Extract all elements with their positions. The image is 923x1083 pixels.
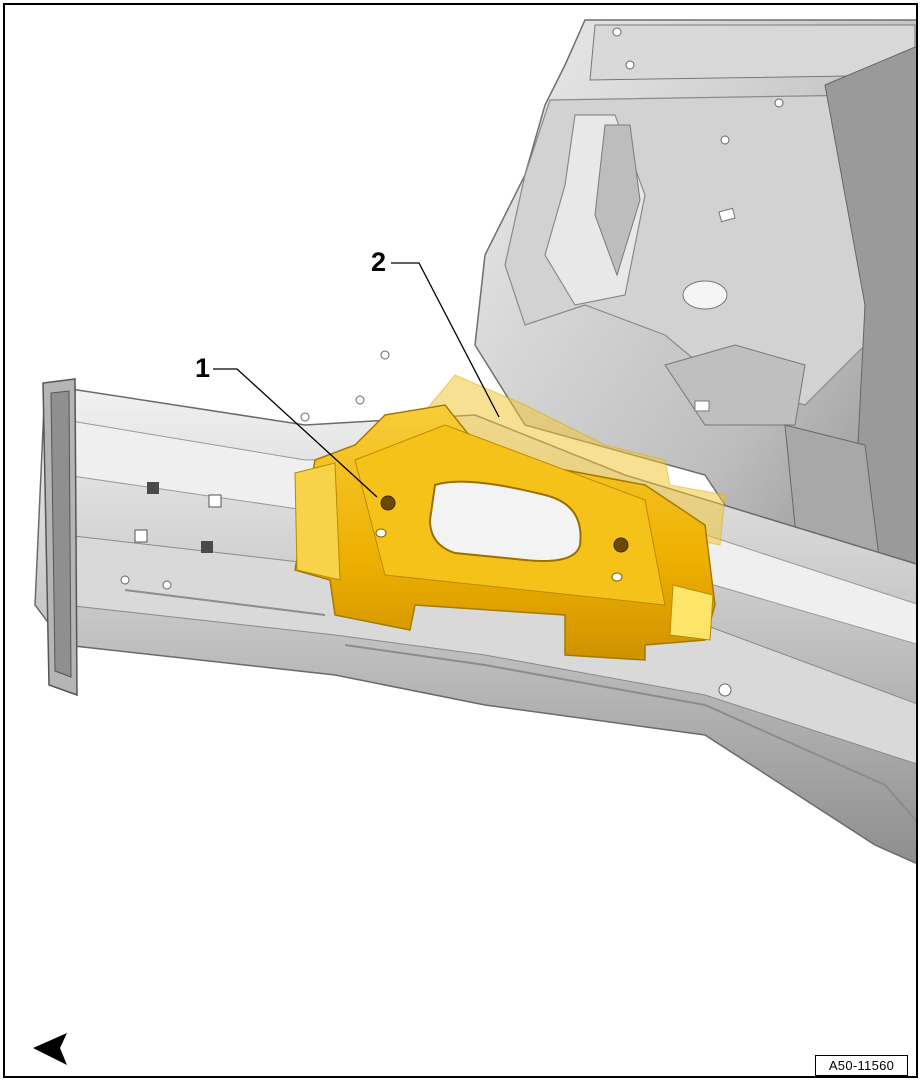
figure-reference-number: A50-11560: [815, 1055, 908, 1076]
figure-frame: 1 2 A50-11560: [3, 3, 918, 1078]
direction-arrow-icon: [33, 1033, 67, 1065]
callout-1: 1: [195, 353, 378, 498]
callout-2: 2: [371, 247, 500, 418]
callout-2-label: 2: [371, 247, 386, 277]
mounting-bracket: [294, 404, 716, 661]
callout-1-label: 1: [195, 353, 210, 383]
body-structure-illustration: 1 2: [33, 19, 916, 1065]
